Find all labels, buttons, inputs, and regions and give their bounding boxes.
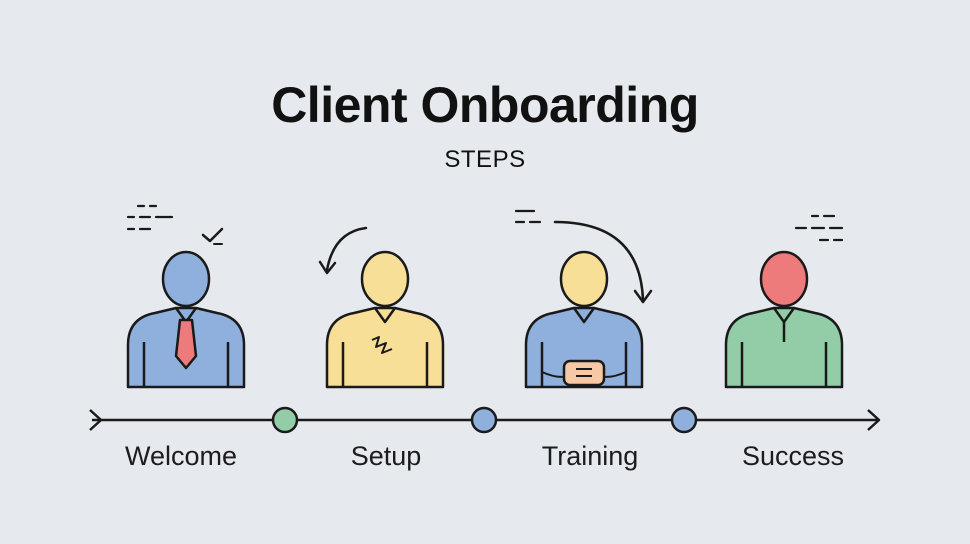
step-label-training: Training [541, 441, 639, 471]
diagram-title: Client Onboarding [271, 77, 699, 133]
step-label-setup: Setup [350, 441, 422, 471]
checkmark-icon [201, 227, 224, 243]
person-welcome-icon [126, 250, 246, 389]
clasped-hands-icon [562, 359, 606, 387]
curved-arrow-icon [553, 220, 645, 302]
training-sparkle-lines [514, 209, 542, 224]
person-training-icon [524, 250, 644, 389]
diagram-subtitle: STEPS [444, 146, 526, 173]
curved-arrow-head [318, 260, 337, 275]
curved-arrow-icon [325, 226, 368, 272]
person-success-icon [724, 250, 844, 389]
step-label-welcome: Welcome [124, 441, 238, 471]
timeline-node-3 [670, 406, 698, 434]
step-label-success: Success [741, 441, 845, 471]
tie-icon [174, 318, 198, 370]
curved-arrow-head [633, 289, 653, 304]
crack-lines [371, 336, 393, 354]
timeline [89, 406, 881, 434]
person-setup-icon [325, 250, 445, 389]
success-sparkle-lines [794, 214, 844, 242]
timeline-start-chevron-icon [89, 409, 103, 431]
timeline-node-2 [470, 406, 498, 434]
timeline-end-arrow-icon [867, 409, 881, 431]
timeline-node-1 [271, 406, 299, 434]
welcome-sparkle-lines [126, 204, 174, 231]
